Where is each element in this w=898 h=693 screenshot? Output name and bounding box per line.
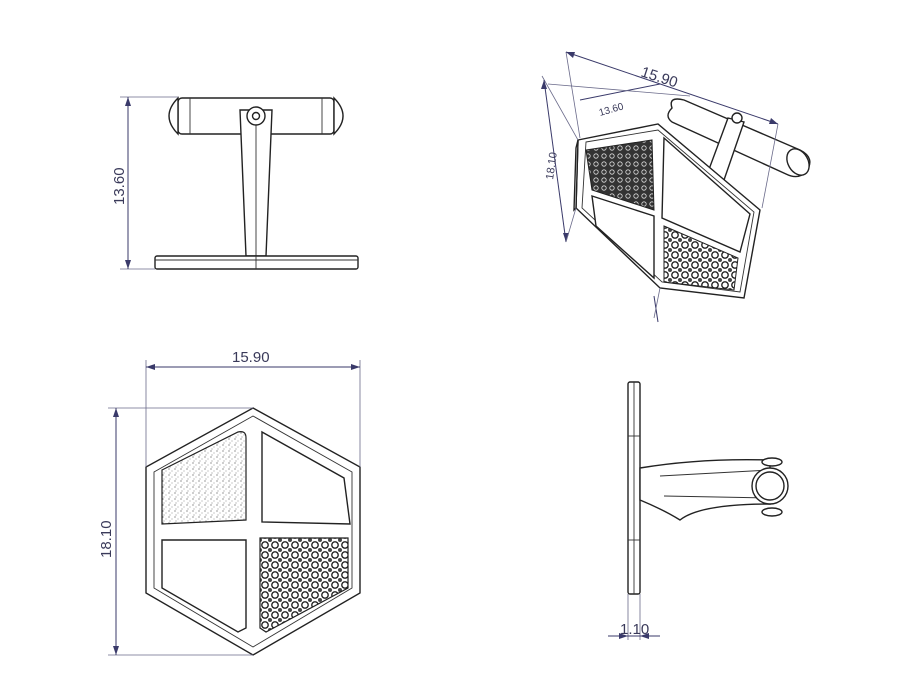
iso-quad-bottom-right	[663, 225, 739, 291]
iso-height-dim-label: 18.10	[544, 151, 560, 180]
iso-quad-top-left	[585, 139, 655, 211]
top-width-dim-label: 15.90	[232, 349, 270, 366]
iso-pivot	[731, 112, 743, 124]
iso-toggle-end-cap	[786, 148, 810, 176]
iso-view	[541, 51, 811, 323]
front-toggle-left-cap	[168, 96, 179, 136]
iso-depth-dim-label: 13.60	[598, 101, 626, 119]
side-arm	[639, 458, 771, 521]
front-height-dim-label: 13.60	[111, 167, 128, 205]
top-hex-inner	[153, 415, 353, 648]
side-thickness-dim-label: 1.10	[620, 621, 649, 638]
front-base-plate	[154, 255, 359, 270]
top-quad-top-left	[161, 431, 247, 525]
top-view	[108, 360, 361, 656]
top-hex-outer	[145, 407, 361, 656]
front-pivot-inner	[251, 111, 261, 121]
iso-plate-edge	[573, 139, 579, 212]
iso-quad-bottom-left	[591, 194, 655, 280]
side-view	[608, 381, 789, 640]
iso-quad-top-right	[661, 136, 751, 253]
side-toggle-inner	[755, 471, 785, 501]
front-toggle-right-cap	[333, 96, 344, 136]
top-quad-bottom-left	[161, 539, 247, 633]
top-quad-top-right	[261, 430, 351, 525]
front-view	[120, 96, 359, 270]
top-quad-bottom-right	[259, 537, 349, 633]
top-height-dim-label: 18.10	[98, 520, 115, 558]
